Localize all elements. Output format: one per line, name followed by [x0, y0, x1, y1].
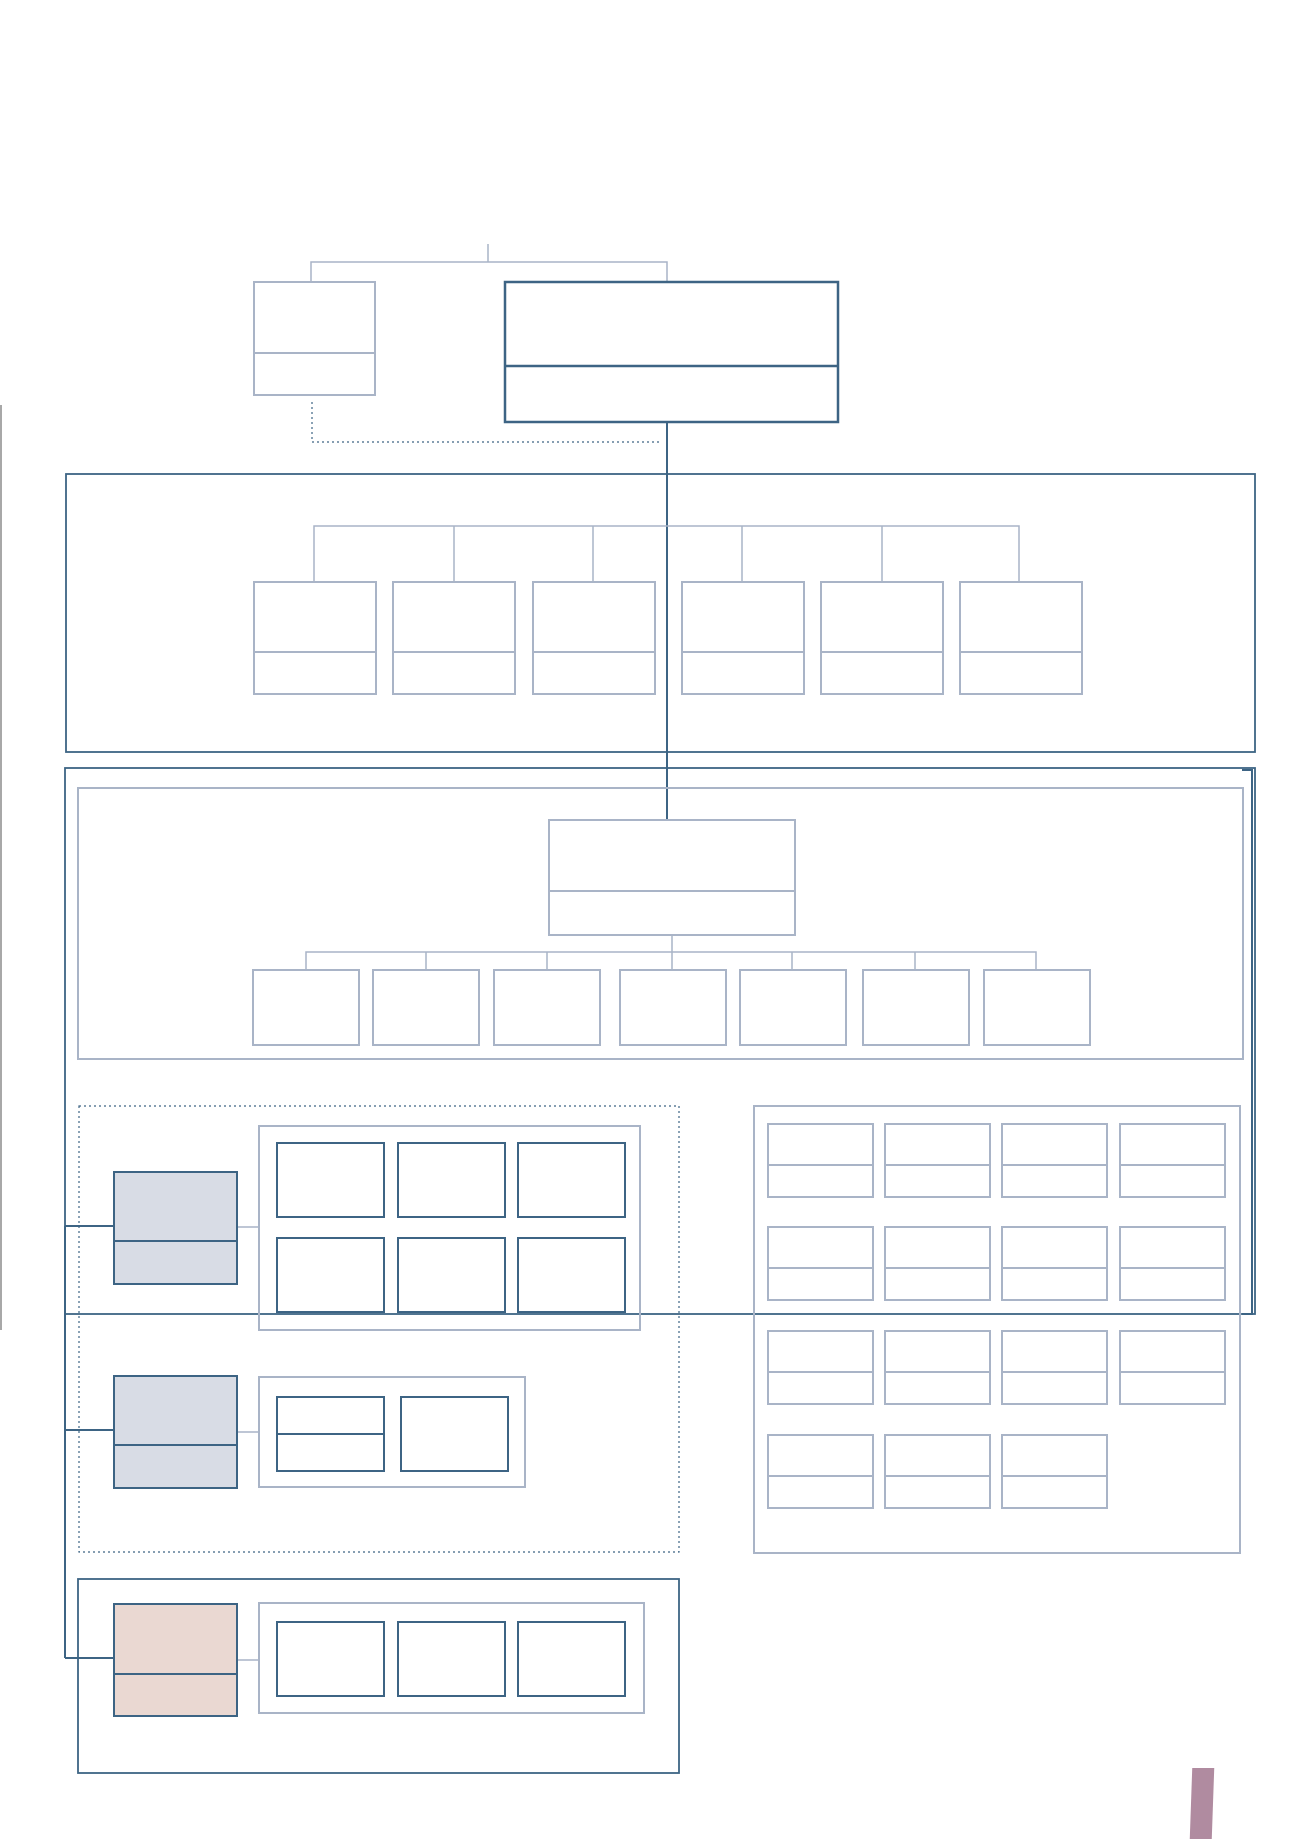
group-a-box: [276, 1237, 385, 1313]
dotted-connector: [311, 402, 660, 443]
grid-box: [767, 1226, 874, 1301]
group-a-box: [517, 1237, 626, 1313]
group-c-frame: [77, 1578, 680, 1774]
group-b-container: [258, 1376, 526, 1488]
top-main-box: [503, 280, 840, 424]
band1-box: [253, 581, 377, 695]
group-a-head: [113, 1171, 238, 1285]
page-marker: [1189, 1768, 1215, 1839]
grid-box: [1119, 1330, 1226, 1405]
band1-box: [532, 581, 656, 695]
grid-box: [1001, 1123, 1108, 1198]
band2-box: [739, 969, 847, 1046]
band2-box: [862, 969, 970, 1046]
grid-box: [884, 1226, 991, 1301]
band2-connector: [305, 951, 1037, 970]
band1-box: [820, 581, 944, 695]
band1-box: [681, 581, 805, 695]
group-a-box: [517, 1142, 626, 1218]
group-b-box: [400, 1396, 509, 1472]
band2-box: [983, 969, 1091, 1046]
grid-box: [1119, 1123, 1226, 1198]
grid-frame: [753, 1105, 1241, 1554]
group-c-container: [258, 1602, 645, 1714]
group-c-box: [517, 1621, 626, 1697]
group-a-container: [258, 1125, 641, 1331]
band2-box: [493, 969, 601, 1046]
band2-box: [619, 969, 727, 1046]
band2-inner-frame: [77, 787, 1244, 1060]
grid-box: [884, 1330, 991, 1405]
grid-box: [884, 1434, 991, 1509]
group-c-box: [397, 1621, 506, 1697]
groups-dotted-frame: [78, 1105, 680, 1553]
grid-box: [767, 1123, 874, 1198]
grid-box: [767, 1330, 874, 1405]
band2-box: [372, 969, 480, 1046]
band1-box: [392, 581, 516, 695]
connector-lines: [0, 244, 1253, 1661]
grid-box: [1119, 1226, 1226, 1301]
grid-box: [1001, 1434, 1108, 1509]
group-a-box: [397, 1237, 506, 1313]
band2-box: [252, 969, 360, 1046]
band2-outer-frame: [64, 767, 1256, 1315]
band2-head-box: [548, 819, 796, 936]
org-boxes: [113, 280, 1226, 1717]
band1-connector: [313, 525, 1020, 582]
grid-box: [1001, 1226, 1108, 1301]
band1-frame: [65, 473, 1256, 753]
group-c-box: [276, 1621, 385, 1697]
grid-box: [884, 1123, 991, 1198]
group-c-head: [113, 1603, 238, 1717]
section-frames: [64, 473, 1256, 1774]
group-b-head: [113, 1375, 238, 1489]
band1-box: [959, 581, 1083, 695]
group-a-box: [276, 1142, 385, 1218]
grid-box: [767, 1434, 874, 1509]
top-connector: [310, 261, 668, 282]
top-left-box: [253, 281, 376, 396]
group-a-box: [397, 1142, 506, 1218]
grid-box: [1001, 1330, 1108, 1405]
